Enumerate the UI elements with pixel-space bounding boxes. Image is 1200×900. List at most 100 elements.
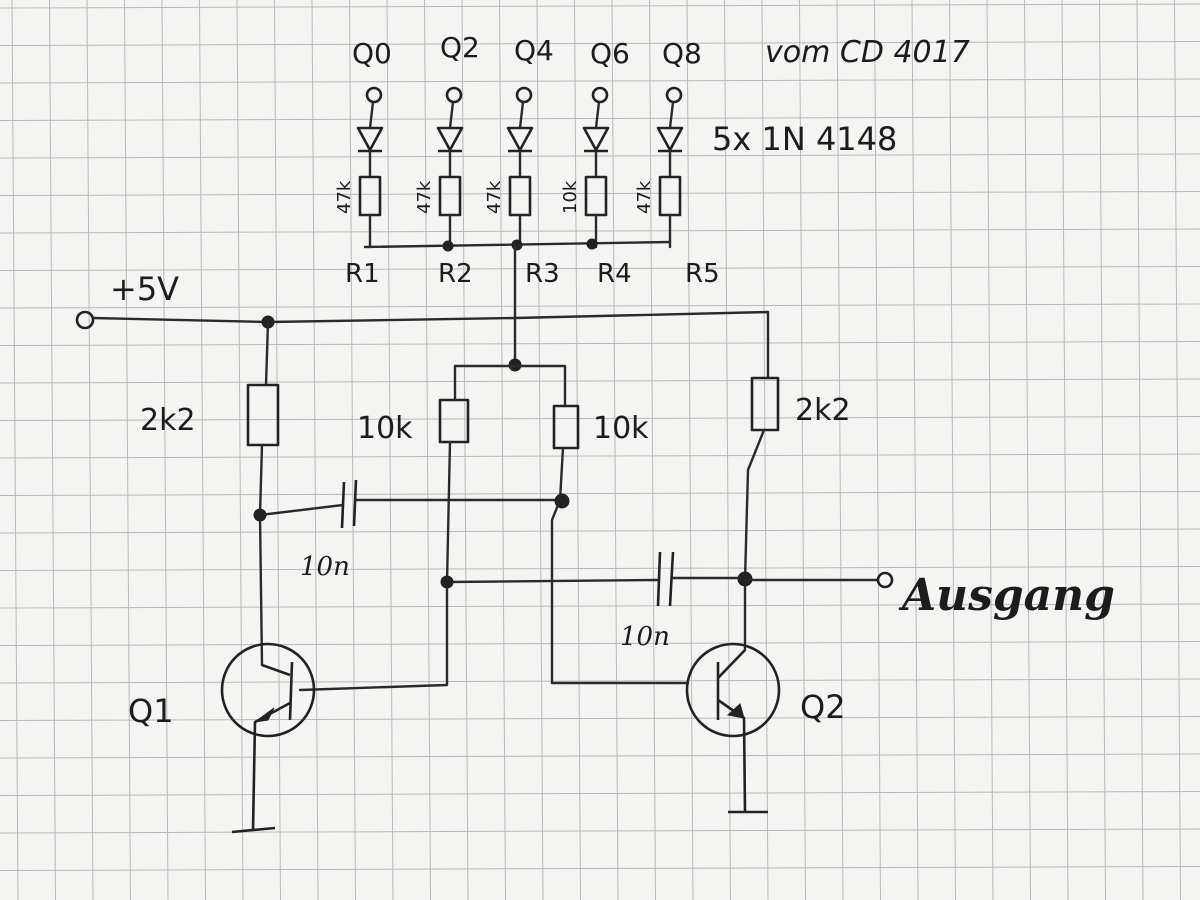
ladder-resistor-4 xyxy=(584,175,608,217)
transistor-q2-arrow xyxy=(726,703,745,719)
grid-line-v xyxy=(761,0,769,900)
grid-line-h xyxy=(0,641,1200,646)
resistor-right-value: 2k2 xyxy=(795,393,851,428)
grid-line-v xyxy=(949,0,956,900)
grid-line-v xyxy=(799,0,806,900)
wire-mid-left-down xyxy=(298,440,452,692)
grid-line-h xyxy=(0,416,1200,421)
output-port: Ausgang xyxy=(743,570,1115,621)
output-terminal xyxy=(876,571,894,589)
grid-line-h xyxy=(0,78,1200,84)
grid-line-v xyxy=(836,0,844,900)
diode-lead-5 xyxy=(668,100,675,130)
diode-2 xyxy=(436,126,464,152)
grid-line-h xyxy=(0,716,1200,721)
transistor-q1-collector xyxy=(261,663,291,677)
output-pin-3 xyxy=(591,86,609,104)
ladder-resistor-3 xyxy=(508,175,532,217)
grid-line-v xyxy=(574,0,581,900)
supply-terminal xyxy=(75,310,95,330)
grid-line-v xyxy=(611,0,619,900)
cap-upper-plate-b xyxy=(352,479,358,527)
resistor-mid-right-body xyxy=(552,404,580,450)
output-label-q6: Q6 xyxy=(590,37,630,70)
ladder-junction xyxy=(586,238,598,250)
grid-line-v xyxy=(199,0,206,900)
diode-5 xyxy=(656,126,684,152)
grid-line-v xyxy=(1024,0,1031,900)
ground-q1 xyxy=(231,826,276,834)
cap-upper-value: 10n xyxy=(300,552,350,582)
supply-label: +5V xyxy=(110,270,179,308)
transistor-q2-body xyxy=(685,642,781,738)
ladder-resistor-value-4: 10k xyxy=(560,180,581,214)
wire-r-right-down xyxy=(743,428,766,652)
output-pin-0 xyxy=(365,86,383,104)
wire-mid-right-down xyxy=(550,446,690,685)
ladder-resistor-name-3: R3 xyxy=(525,259,560,289)
wire-cap-lower-left xyxy=(445,578,659,584)
grid-line-h xyxy=(0,378,1200,384)
grid-line-h xyxy=(0,866,1200,871)
grid-line-h xyxy=(0,341,1200,346)
wire-r-left-bottom xyxy=(258,443,264,667)
transistor-q1-body xyxy=(220,642,316,738)
diode-3 xyxy=(506,126,534,152)
grid-line-h xyxy=(0,828,1200,834)
output-pin-1 xyxy=(445,86,463,104)
grid-line-v xyxy=(11,0,19,900)
grid-line-v xyxy=(874,0,881,900)
capacitor-upper: 10n xyxy=(253,479,570,582)
grid-line-v xyxy=(499,0,506,900)
grid-line-h xyxy=(0,453,1200,459)
diode-1 xyxy=(356,126,384,152)
grid-line-h xyxy=(0,791,1200,796)
grid-line-v xyxy=(349,0,356,900)
source-label: vom CD 4017 xyxy=(765,35,970,70)
grid-line-v xyxy=(461,0,469,900)
grid-line-h xyxy=(0,678,1200,684)
output-pin-2 xyxy=(515,86,533,104)
cap-lower-plate-b xyxy=(668,551,675,607)
grid-line-h xyxy=(0,753,1200,759)
grid-line-v xyxy=(724,0,731,900)
grid-line-h xyxy=(0,153,1200,159)
ladder-resistor-name-5: R5 xyxy=(685,259,720,289)
grid-line-v xyxy=(49,0,56,900)
output-pin-4 xyxy=(665,86,683,104)
ladder-resistor-value-5: 47k xyxy=(634,180,655,214)
grid-line-h xyxy=(0,566,1200,571)
ladder-resistor-5 xyxy=(658,175,682,217)
transistor-q2-label: Q2 xyxy=(800,688,846,726)
grid-line-h xyxy=(0,528,1200,534)
grid-line-v xyxy=(124,0,131,900)
wire-r-left-top xyxy=(264,320,270,387)
cap-lower-value: 10n xyxy=(620,622,670,652)
diode-4 xyxy=(582,126,610,152)
wire-cap-upper-left xyxy=(258,503,345,517)
grid-line-v xyxy=(161,0,169,900)
resistor-left-value: 2k2 xyxy=(140,403,196,438)
grid-line-h xyxy=(0,603,1200,609)
junction-cap-lower-left xyxy=(440,575,454,589)
bias-network xyxy=(453,244,567,408)
grid-line-h xyxy=(0,3,1200,9)
ladder-resistor-value-2: 47k xyxy=(414,180,435,214)
grid-line-v xyxy=(649,0,656,900)
transistor-q1-emitter xyxy=(251,701,291,831)
output-label: Ausgang xyxy=(898,570,1115,621)
output-label-q4: Q4 xyxy=(514,34,554,67)
bias-split-wire xyxy=(453,364,567,408)
ladder-resistor-1 xyxy=(358,175,382,217)
grid-line-h xyxy=(0,41,1200,46)
junction-cap-upper-right xyxy=(554,493,570,509)
resistor-mid-left-body xyxy=(438,398,470,444)
resistor-right: 2k2 xyxy=(743,376,851,652)
output-label-q8: Q8 xyxy=(662,37,702,70)
